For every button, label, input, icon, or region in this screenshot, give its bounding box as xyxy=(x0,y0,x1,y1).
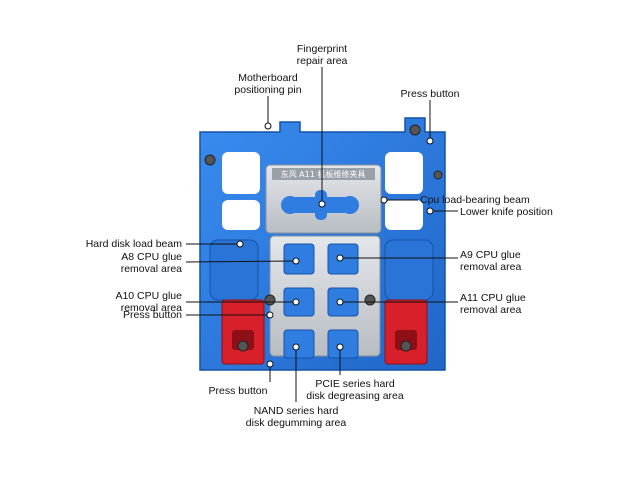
label-line: A10 CPU glue xyxy=(115,290,182,302)
fingerprint-cutout-right xyxy=(341,196,359,214)
label-line: positioning pin xyxy=(234,84,302,96)
label-line: A9 CPU glue xyxy=(460,249,521,261)
label-line: repair area xyxy=(296,55,348,67)
label-line: Lower knife position xyxy=(460,206,553,218)
label-line: removal area xyxy=(120,263,182,275)
label-fingerprint-repair-area: Fingerprint repair area xyxy=(282,43,362,67)
label-line: PCIE series hard xyxy=(315,378,395,390)
right-window-mid xyxy=(385,200,423,230)
plate-title-text: 东风 A11 机板维修夹具 xyxy=(281,169,366,179)
label-line: Press button xyxy=(123,309,182,321)
label-line: A11 CPU glue xyxy=(460,292,526,304)
label-line: Motherboard xyxy=(238,72,298,84)
label-line: disk degreasing area xyxy=(306,390,404,402)
label-hard-disk-load-beam: Hard disk load beam xyxy=(70,238,182,250)
fingerprint-cutout-left xyxy=(281,196,299,214)
label-line: disk degumming area xyxy=(245,417,347,429)
label-press-button-bottom: Press button xyxy=(200,385,276,397)
label-a10-cpu: A10 CPU glue removal area xyxy=(90,290,182,314)
label-line: removal area xyxy=(460,261,522,273)
label-line: removal area xyxy=(460,304,522,316)
label-pcie-series: PCIE series hard disk degreasing area xyxy=(300,378,410,402)
left-window-mid xyxy=(222,200,260,230)
label-line: Press button xyxy=(400,88,460,100)
label-line: NAND series hard xyxy=(253,405,339,417)
right-window-top xyxy=(385,152,423,194)
label-press-button-mid: Press button xyxy=(100,309,182,321)
right-window-low xyxy=(384,239,434,301)
label-a8-cpu: A8 CPU glue removal area xyxy=(90,251,182,275)
label-nand-series: NAND series hard disk degumming area xyxy=(240,405,352,429)
marker-dots xyxy=(236,122,434,368)
label-line: Hard disk load beam xyxy=(85,238,182,250)
label-line: Fingerprint xyxy=(296,43,348,55)
label-press-button-top: Press button xyxy=(392,88,468,100)
label-cpu-load-bearing-beam: Cpu load-bearing beam xyxy=(420,194,530,206)
label-line: A8 CPU glue xyxy=(121,251,182,263)
label-motherboard-positioning-pin: Motherboard positioning pin xyxy=(224,72,312,96)
label-lower-knife-position: Lower knife position xyxy=(460,206,553,218)
label-a9-cpu: A9 CPU glue removal area xyxy=(460,249,521,273)
label-line: removal area xyxy=(120,302,182,314)
plate-title-bar xyxy=(272,168,375,180)
label-line: Press button xyxy=(208,385,268,397)
leader-lines xyxy=(185,67,458,402)
left-window-top xyxy=(222,152,260,194)
label-a11-cpu: A11 CPU glue removal area xyxy=(460,292,526,316)
left-window-low xyxy=(209,239,259,301)
label-line: Cpu load-bearing beam xyxy=(420,194,530,206)
